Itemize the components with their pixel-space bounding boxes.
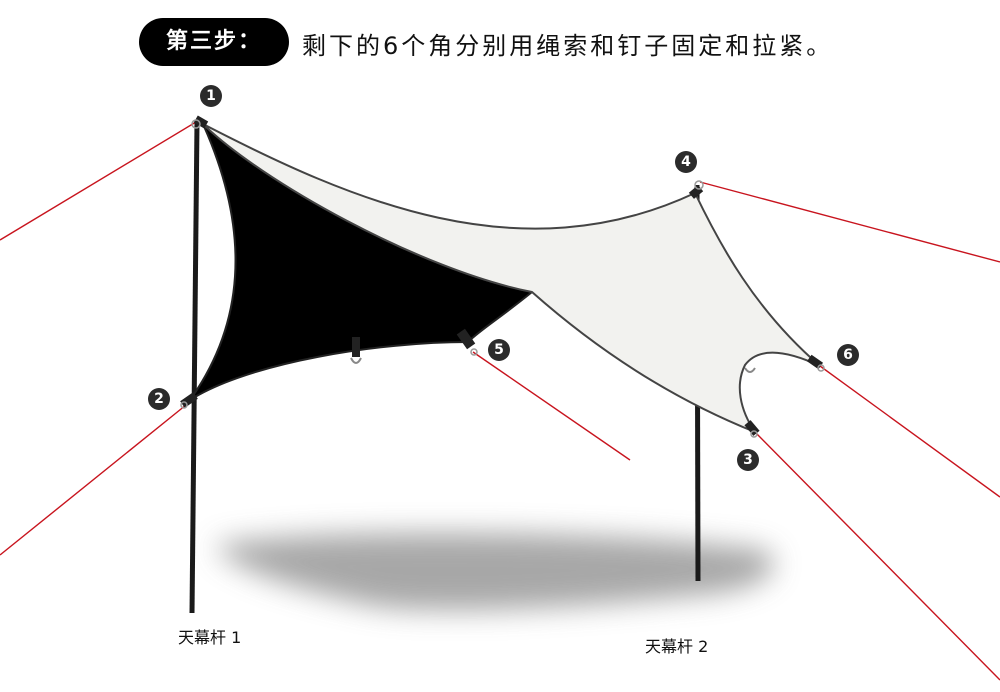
rope-hook-4	[694, 180, 704, 190]
tarp-pole-1	[189, 121, 200, 614]
rope-hook-6	[817, 364, 825, 372]
tarp-top	[202, 123, 821, 435]
guy-rope-3	[754, 431, 1000, 681]
guy-rope-4	[699, 181, 1000, 263]
corner-strap-2	[180, 392, 198, 408]
corner-marker-1: 1	[200, 85, 222, 107]
ground-shadow	[215, 532, 774, 611]
guy-rope-1	[0, 121, 197, 241]
corner-ring-3	[744, 367, 756, 373]
guy-rope-6	[819, 365, 1000, 498]
rope-hook-1	[191, 119, 201, 129]
rope-hook-2	[180, 401, 188, 409]
corner-marker-5: 5	[488, 339, 510, 361]
rope-hook-5	[470, 348, 478, 356]
corner-marker-3: 3	[737, 449, 759, 471]
side-loop-ring	[350, 357, 362, 364]
corner-strap-1	[193, 115, 209, 129]
guy-rope-5	[472, 351, 631, 461]
corner-marker-2: 2	[148, 388, 170, 410]
step-badge: 第三步：	[139, 18, 289, 66]
guy-rope-2	[0, 404, 187, 556]
rope-hook-3	[750, 430, 758, 438]
pole-label-2: 天幕杆 2	[645, 637, 709, 656]
pole-label-1: 天幕杆 1	[178, 628, 242, 647]
instruction-text: 剩下的6个角分别用绳索和钉子固定和拉紧。	[302, 32, 834, 60]
corner-strap-5	[456, 328, 476, 350]
corner-marker-6: 6	[837, 344, 859, 366]
side-loop-strap	[352, 337, 360, 357]
corner-marker-4: 4	[675, 151, 697, 173]
